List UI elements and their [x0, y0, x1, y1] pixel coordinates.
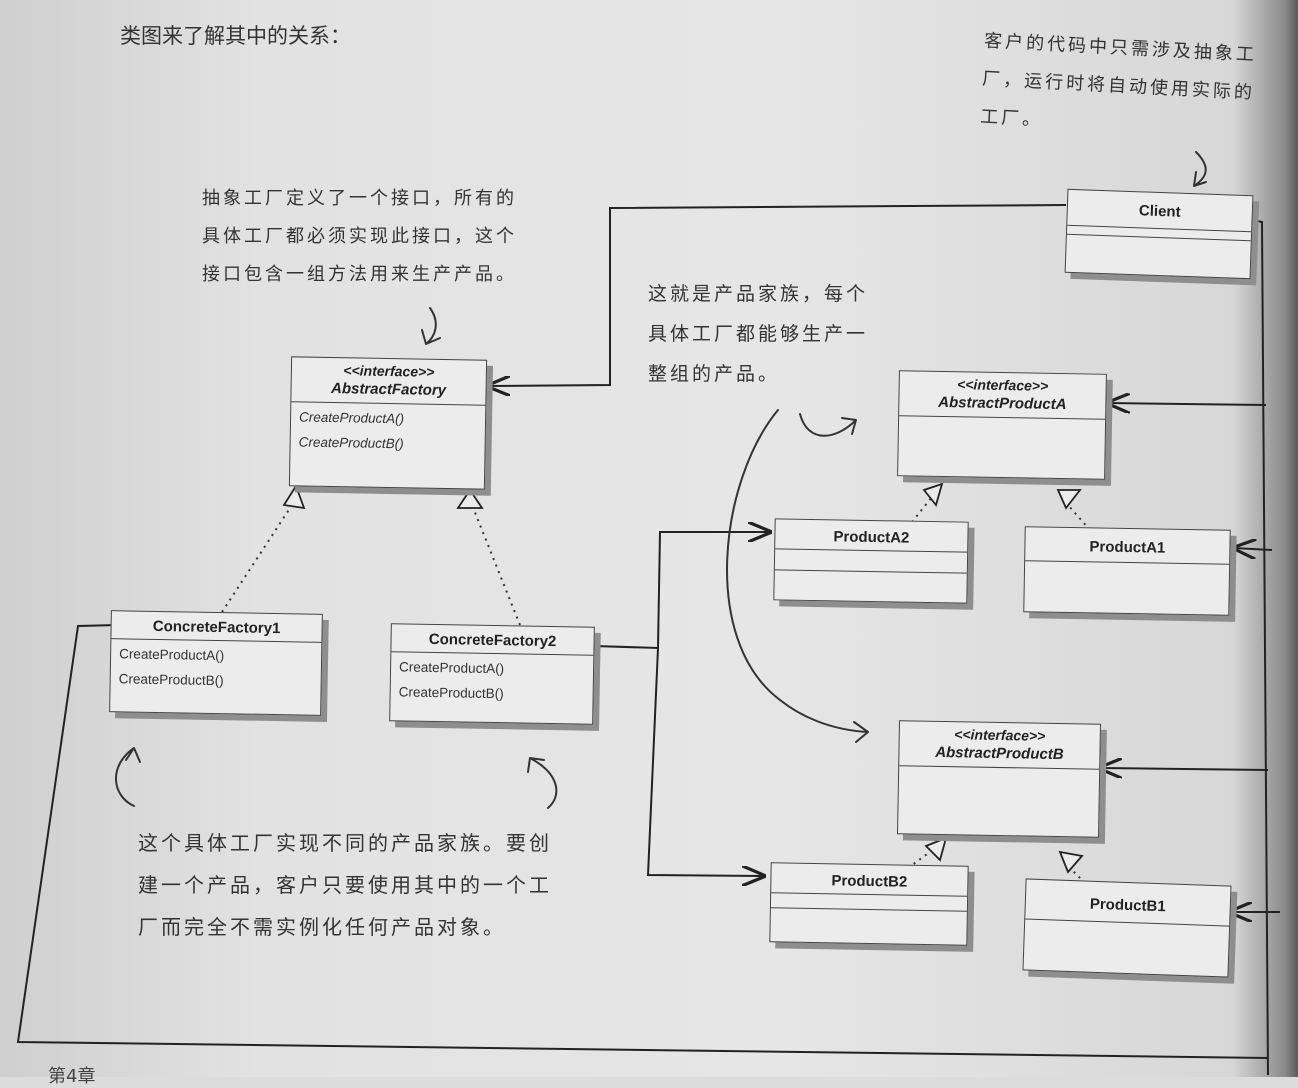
abstract-product-b-class: <<interface>> AbstractProductB: [897, 720, 1101, 838]
product-a1-name: ProductA1: [1025, 527, 1230, 565]
producta2-generalization-triangle: [922, 482, 944, 507]
client-note-arrow: [1193, 151, 1207, 187]
concrete-factory1-op-b: CreateProductB(): [118, 671, 224, 689]
concrete-factory2-op-a: CreateProductA(): [398, 659, 505, 677]
product-a2-name: ProductA2: [775, 519, 968, 553]
product-b1-class: ProductB1: [1022, 878, 1232, 978]
client-right-bus-line: [1251, 219, 1269, 1076]
cf2-to-producta2-line: [593, 532, 770, 650]
abstract-factory-op-a: CreateProductA(): [298, 409, 405, 427]
concrete-factory1-class: ConcreteFactory1 CreateProductA() Create…: [109, 610, 323, 716]
concrete-factory-note: 这个具体工厂实现不同的产品家族。要创 建一个产品，客户只要使用其中的一个工 厂而…: [138, 831, 552, 939]
bus-to-abstractproducta-line: [1108, 403, 1267, 405]
concrete-factory1-name: ConcreteFactory1: [111, 611, 322, 643]
cf1-implements-line: [221, 504, 293, 613]
productb2-implements-line: [907, 851, 931, 869]
concrete-factory2-class: ConcreteFactory2 CreateProductA() Create…: [389, 623, 595, 725]
client-note: 客户的代码中只需涉及抽象工 厂，运行时将自动使用实际的 工厂。: [979, 30, 1258, 131]
product-b2-class: ProductB2: [769, 862, 969, 946]
abstract-product-a-name: AbstractProductA: [938, 393, 1067, 414]
cf1-generalization-triangle: [282, 483, 306, 510]
concrete-factory1-op-a: CreateProductA(): [119, 646, 225, 664]
productb1-generalization-triangle: [1058, 850, 1084, 874]
concrete-factory2-op-b: CreateProductB(): [398, 684, 504, 702]
concrete-factory2-name: ConcreteFactory2: [391, 624, 594, 656]
family-bracket-arrow: [726, 409, 869, 743]
abstract-product-a-class: <<interface>> AbstractProductA: [897, 370, 1107, 480]
producta1-generalization-triangle: [1056, 489, 1082, 510]
product-a2-class: ProductA2: [773, 518, 969, 604]
cf2-to-productb2-line: [646, 647, 764, 876]
abstract-factory-name: AbstractFactory: [330, 380, 447, 400]
chapter-footer: 第4章: [48, 1066, 96, 1087]
intro-text: 类图来了解其中的关系：: [120, 24, 351, 48]
bus-to-abstractproductb-line: [1100, 768, 1269, 770]
bus-to-producta1-line: [1234, 548, 1273, 550]
producta2-implements-line: [911, 496, 933, 523]
client-to-abstractfactory-line: [488, 204, 1067, 386]
cf2-implements-line: [471, 504, 521, 626]
productb1-implements-line: [1071, 869, 1091, 889]
productb2-generalization-triangle: [924, 836, 948, 862]
cf1-bottom-loop-line: [16, 624, 1269, 1059]
abstract-factory-op-b: CreateProductB(): [298, 434, 404, 452]
cf2-generalization-triangle: [456, 488, 484, 509]
abstract-factory-class: <<interface>> AbstractFactory CreateProd…: [288, 356, 488, 490]
product-b2-name: ProductB2: [771, 863, 968, 897]
client-class: Client: [1064, 188, 1254, 280]
abstract-factory-note-arrow: [421, 307, 441, 345]
family-note-up-arrow: [799, 413, 857, 437]
abstract-factory-note: 抽象工厂定义了一个接口，所有的 具体工厂都必须实现此接口，这个 接口包含一组方法…: [202, 188, 517, 285]
cf1-note-arrow: [115, 747, 141, 807]
product-family-note: 这就是产品家族，每个 具体工厂都能够生产一 整组的产品。: [648, 283, 869, 385]
product-a1-class: ProductA1: [1023, 526, 1231, 616]
abstract-product-b-name: AbstractProductB: [935, 743, 1064, 764]
cf2-note-arrow: [527, 757, 558, 809]
product-b1-name: ProductB1: [1025, 879, 1231, 927]
